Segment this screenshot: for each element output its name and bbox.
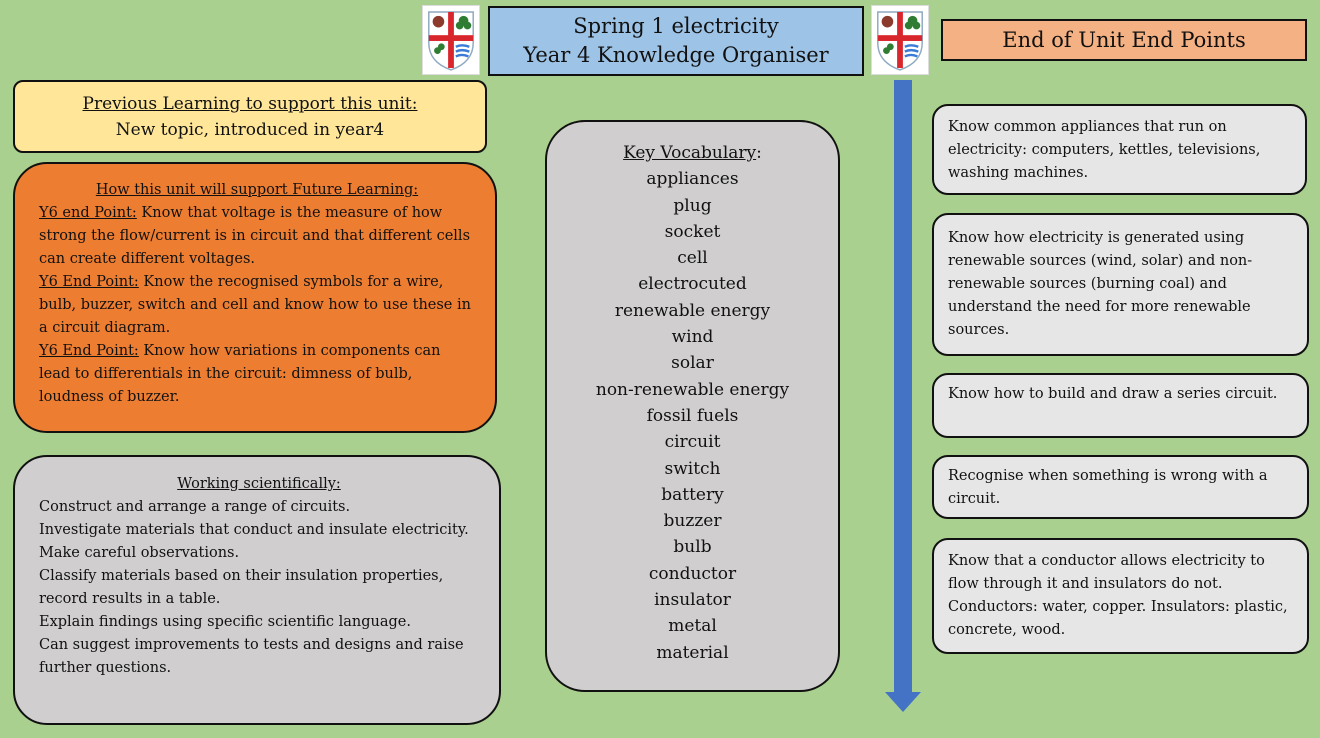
vocabulary-word: material xyxy=(656,642,729,663)
future-item-label: Y6 end Point: xyxy=(39,205,137,221)
future-item-label: Y6 End Point: xyxy=(39,343,139,359)
previous-learning-box: Previous Learning to support this unit: … xyxy=(13,80,487,153)
ws-line: Can suggest improvements to tests and de… xyxy=(39,637,464,676)
vocabulary-word: non-renewable energy xyxy=(595,379,790,400)
ws-line: Make careful observations. xyxy=(39,545,240,561)
future-item-label: Y6 End Point: xyxy=(39,274,139,290)
vocabulary-word: plug xyxy=(673,195,712,216)
end-point-box: Recognise when something is wrong with a… xyxy=(932,455,1309,519)
future-learning-item: Y6 End Point: Know the recognised symbol… xyxy=(39,271,475,340)
progression-arrow-icon xyxy=(884,80,922,714)
end-point-text: Know that a conductor allows electricity… xyxy=(948,553,1288,638)
future-item-text: Know the recognised symbols for a wire, … xyxy=(39,274,471,336)
future-learning-item: Y6 End Point: Know how variations in com… xyxy=(39,340,475,409)
vocabulary-word: bulb xyxy=(673,537,712,558)
vocabulary-word: electrocuted xyxy=(638,274,747,295)
vocabulary-word: battery xyxy=(661,484,724,505)
vocabulary-word: solar xyxy=(671,353,714,374)
vocabulary-heading-colon: : xyxy=(756,143,762,163)
vocabulary-word: metal xyxy=(668,616,717,637)
school-crest-icon xyxy=(871,5,929,75)
vocabulary-list: appliances plug socket cell electrocuted… xyxy=(547,166,838,666)
vocabulary-word: circuit xyxy=(664,432,721,453)
end-point-text: Know common appliances that run on elect… xyxy=(948,119,1261,181)
previous-learning-heading: Previous Learning to support this unit: xyxy=(82,94,418,114)
ws-line: Explain findings using specific scientif… xyxy=(39,614,411,630)
end-point-text: Know how to build and draw a series circ… xyxy=(948,386,1278,402)
vocabulary-word: fossil fuels xyxy=(646,405,739,426)
end-point-text: Recognise when something is wrong with a… xyxy=(948,468,1268,507)
vocabulary-heading-row: Key Vocabulary: xyxy=(547,140,838,166)
future-learning-item: Y6 end Point: Know that voltage is the m… xyxy=(39,202,475,271)
key-vocabulary-box: Key Vocabulary: appliances plug socket c… xyxy=(545,120,840,692)
previous-learning-text: New topic, introduced in year4 xyxy=(115,120,385,140)
vocabulary-word: insulator xyxy=(654,590,731,611)
future-learning-box: How this unit will support Future Learni… xyxy=(13,162,497,433)
ws-line: Classify materials based on their insula… xyxy=(39,568,444,607)
vocabulary-word: socket xyxy=(664,221,721,242)
vocabulary-word: conductor xyxy=(648,563,737,584)
vocabulary-word: wind xyxy=(671,327,714,348)
ws-line: Construct and arrange a range of circuit… xyxy=(39,499,351,515)
future-item-text: Know how variations in components can le… xyxy=(39,343,441,405)
school-crest-icon xyxy=(422,5,480,75)
end-point-box: Know that a conductor allows electricity… xyxy=(932,538,1309,654)
vocabulary-word: cell xyxy=(677,248,708,269)
vocabulary-word: appliances xyxy=(646,169,739,190)
future-learning-heading: How this unit will support Future Learni… xyxy=(95,182,419,198)
vocabulary-word: renewable energy xyxy=(614,300,771,321)
vocabulary-heading: Key Vocabulary xyxy=(623,143,757,163)
page-title: Spring 1 electricity Year 4 Knowledge Or… xyxy=(488,6,864,76)
working-scientifically-box: Working scientifically: Construct and ar… xyxy=(13,455,501,725)
working-scientifically-heading: Working scientifically: xyxy=(177,476,341,492)
title-line-2: Year 4 Knowledge Organiser xyxy=(523,43,829,67)
vocabulary-word: buzzer xyxy=(663,511,722,532)
end-point-box: Know common appliances that run on elect… xyxy=(932,104,1307,195)
title-line-1: Spring 1 electricity xyxy=(573,14,779,38)
ws-line: Investigate materials that conduct and i… xyxy=(39,522,469,538)
future-item-text: Know that voltage is the measure of how … xyxy=(39,205,471,267)
vocabulary-word: switch xyxy=(664,458,721,479)
end-points-header: End of Unit End Points xyxy=(941,19,1307,61)
end-point-box: Know how to build and draw a series circ… xyxy=(932,373,1309,438)
end-point-box: Know how electricity is generated using … xyxy=(932,213,1309,356)
end-point-text: Know how electricity is generated using … xyxy=(948,230,1253,338)
